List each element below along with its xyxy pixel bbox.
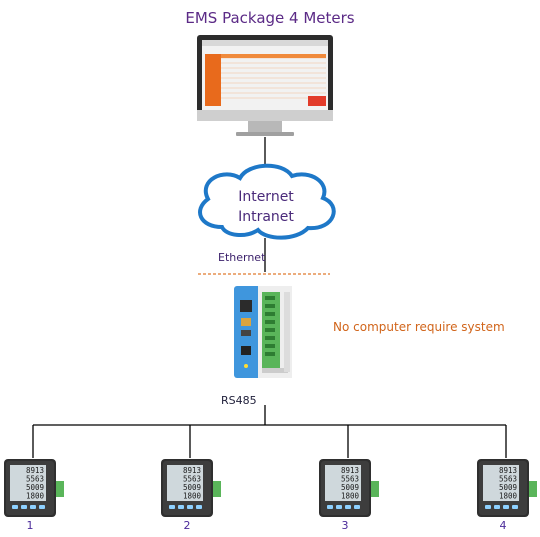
ethernet-label: Ethernet — [218, 251, 266, 264]
meter-readout: 5563 — [499, 475, 517, 484]
meter-readout: 5009 — [183, 483, 201, 492]
diagram-title: EMS Package 4 Meters — [185, 9, 355, 27]
meter-label-1: 1 — [26, 519, 34, 532]
meter-button — [327, 505, 333, 509]
meter-terminal — [56, 481, 64, 497]
meter-button — [503, 505, 509, 509]
cloud-label-line1: Internet — [238, 189, 294, 205]
meter-terminal — [213, 481, 221, 497]
monitor-icon — [197, 35, 333, 136]
meter-button — [354, 505, 360, 509]
meter-readout: 5009 — [499, 483, 517, 492]
cloud-icon — [198, 163, 336, 240]
meter-label-4: 4 — [499, 519, 507, 532]
meter-button — [187, 505, 193, 509]
meter-button — [494, 505, 500, 509]
meter-readout: 1800 — [499, 492, 518, 501]
meter-label-3: 3 — [341, 519, 349, 532]
meter-button — [485, 505, 491, 509]
meter-button — [336, 505, 342, 509]
meter-button — [345, 505, 351, 509]
no-computer-note: No computer require system — [333, 320, 505, 334]
meter-button — [512, 505, 518, 509]
meter-readout: 5563 — [341, 475, 359, 484]
meter-button — [39, 505, 45, 509]
cloud-label: Internet Intranet — [206, 187, 326, 227]
controller-device-icon — [234, 286, 292, 378]
meter-readout: 8913 — [183, 466, 201, 475]
meter-readout: 5009 — [341, 483, 359, 492]
cloud-label-line2: Intranet — [238, 209, 294, 225]
meter-label-2: 2 — [183, 519, 191, 532]
meter-button — [196, 505, 202, 509]
rs485-label: RS485 — [221, 394, 257, 407]
meter-button — [12, 505, 18, 509]
meter-button — [21, 505, 27, 509]
meter-readout: 1800 — [183, 492, 202, 501]
meter-readout: 8913 — [26, 466, 44, 475]
meter-terminal — [371, 481, 379, 497]
meter-readout: 1800 — [341, 492, 360, 501]
meter-readout: 8913 — [341, 466, 359, 475]
meter-readout: 5563 — [26, 475, 44, 484]
meter-button — [30, 505, 36, 509]
meter-readout: 1800 — [26, 492, 45, 501]
meter-terminal — [529, 481, 537, 497]
meter-readout: 5009 — [26, 483, 44, 492]
meter-readout: 5563 — [183, 475, 201, 484]
meter-button — [178, 505, 184, 509]
meter-button — [169, 505, 175, 509]
meter-readout: 8913 — [499, 466, 517, 475]
